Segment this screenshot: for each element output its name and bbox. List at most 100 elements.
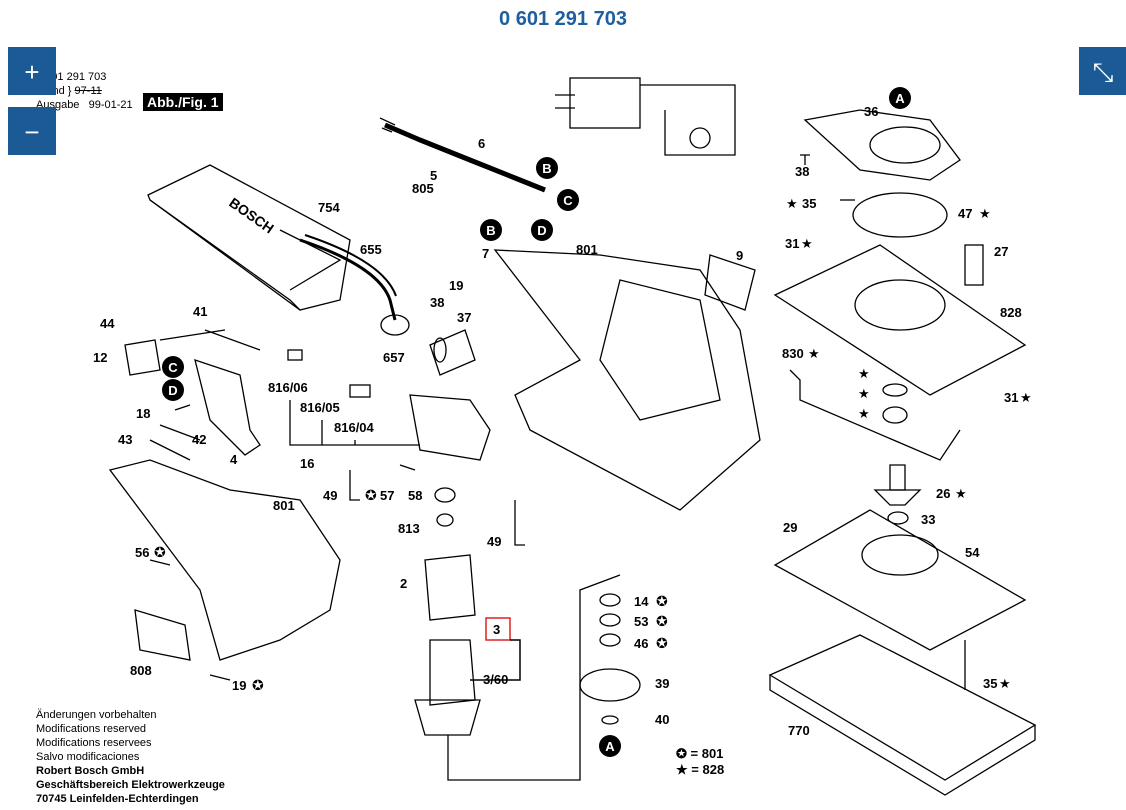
- bracket-16: [289, 400, 420, 446]
- part-6: 6: [478, 136, 485, 151]
- housing-801-top: [493, 249, 761, 511]
- legend-circle-star: ✪ = 801: [676, 746, 724, 761]
- part-49-left: 49: [323, 488, 337, 503]
- part-58: 58: [408, 488, 422, 503]
- part-16: 16: [300, 456, 314, 471]
- zoom-out-button[interactable]: −: [8, 107, 56, 155]
- pin-43: [149, 424, 201, 461]
- part-26: 26: [936, 486, 950, 501]
- svg-text:C: C: [168, 360, 178, 375]
- eccentric-26: [873, 489, 922, 506]
- part-44: 44: [100, 316, 115, 331]
- part-816-04: 816/04: [334, 420, 375, 435]
- part-657: 657: [383, 350, 405, 365]
- part-813: 813: [398, 521, 420, 536]
- page-title: 0 601 291 703: [499, 8, 627, 30]
- svg-text:★: ★: [858, 387, 870, 402]
- part-54: 54: [965, 545, 980, 560]
- part-36: 36: [864, 104, 878, 119]
- svg-text:★: ★: [801, 237, 813, 252]
- part-43: 43: [118, 432, 132, 447]
- plate-36: [803, 109, 961, 181]
- switch-plate-4: [194, 359, 261, 456]
- armature-3: [429, 639, 476, 706]
- part-38-right: 38: [795, 164, 809, 179]
- callout-D-left: D: [162, 379, 184, 401]
- part-41: 41: [193, 304, 207, 319]
- callout-A-top: A: [889, 87, 911, 109]
- circle-star-markers: ✪ ✪ ✪ ✪ ✪ ✪: [154, 488, 668, 694]
- svg-text:★: ★: [999, 677, 1011, 692]
- footer: Änderungen vorbehalten Modifications res…: [36, 708, 225, 806]
- svg-text:B: B: [542, 161, 551, 176]
- stator-2: [424, 554, 476, 621]
- part-39: 39: [655, 676, 669, 691]
- part-40: 40: [655, 712, 669, 727]
- part-4: 4: [230, 452, 238, 467]
- footer-line-7: 70745 Leinfelden-Echterdingen: [36, 793, 199, 805]
- part-19-bottom: 19: [232, 678, 246, 693]
- part-801-bottom: 801: [273, 498, 295, 513]
- pad-29: [773, 509, 1027, 651]
- part-57: 57: [380, 488, 394, 503]
- part-19: 19: [449, 278, 463, 293]
- part-9: 9: [736, 248, 743, 263]
- svg-text:C: C: [563, 193, 573, 208]
- footer-line-5: Robert Bosch GmbH: [36, 765, 145, 777]
- collapse-icon[interactable]: ⤡: [1079, 47, 1126, 95]
- part-29: 29: [783, 520, 797, 535]
- svg-text:D: D: [537, 223, 546, 238]
- zoom-in-button[interactable]: +: [8, 47, 56, 95]
- part-754: 754: [318, 200, 340, 215]
- fan: [414, 699, 481, 736]
- part-770: 770: [788, 723, 810, 738]
- wiring-schematic: [569, 77, 641, 129]
- star-markers: ★ ★ ★ ★ ★ ★ ★ ★ ★ ★: [786, 197, 1032, 692]
- svg-text:★: ★: [808, 347, 820, 362]
- part-56: 56: [135, 545, 149, 560]
- svg-text:✪: ✪: [252, 678, 264, 694]
- part-828: 828: [1000, 305, 1022, 320]
- footer-line-2: Modifications reserved: [36, 723, 147, 735]
- part-31-top: 31: [785, 236, 799, 251]
- part-46: 46: [634, 636, 648, 651]
- svg-text:✪: ✪: [154, 545, 166, 561]
- ring-54: [861, 534, 939, 576]
- part-14: 14: [634, 594, 649, 609]
- stand-value: 97-11: [74, 85, 102, 97]
- cover-12: [124, 339, 161, 376]
- part-31-bottom: 31: [1004, 390, 1018, 405]
- svg-text:✪: ✪: [656, 636, 668, 652]
- part-35-bottom: 35: [983, 676, 997, 691]
- legend-star: ★ = 828: [676, 762, 725, 777]
- callout-D-top: D: [531, 219, 553, 241]
- svg-text:★: ★: [786, 197, 798, 212]
- callout-B-top: B: [536, 157, 558, 179]
- part-808: 808: [130, 663, 152, 678]
- footer-line-4: Salvo modificaciones: [36, 751, 140, 763]
- svg-text:✪: ✪: [656, 594, 668, 610]
- part-47: 47: [958, 206, 972, 221]
- part-labels: 754 655 657 5 805 6 7 801 9 19 38 37 44 …: [93, 104, 1022, 738]
- part-805: 805: [412, 181, 434, 196]
- sheet-770: [768, 634, 1037, 781]
- hose-655: [299, 238, 397, 321]
- svg-text:D: D: [168, 383, 177, 398]
- label-plate-808: [134, 609, 191, 661]
- svg-text:B: B: [486, 223, 495, 238]
- part-830: 830: [782, 346, 804, 361]
- part-37: 37: [457, 310, 471, 325]
- svg-text:A: A: [605, 739, 615, 754]
- part-816-06: 816/06: [268, 380, 308, 395]
- base-828: [773, 244, 1027, 396]
- svg-text:★: ★: [858, 367, 870, 382]
- label-plate-9: [704, 254, 756, 311]
- footer-line-1: Änderungen vorbehalten: [36, 709, 157, 721]
- dust-bag-754: [147, 164, 351, 311]
- svg-text:★: ★: [955, 487, 967, 502]
- part-38-left: 38: [430, 295, 444, 310]
- part-816-05: 816/05: [300, 400, 340, 415]
- figure-label: Abb./Fig. 1: [143, 93, 223, 111]
- part-49-right: 49: [487, 534, 501, 549]
- footer-line-6: Geschäftsbereich Elektrowerkzeuge: [36, 779, 225, 791]
